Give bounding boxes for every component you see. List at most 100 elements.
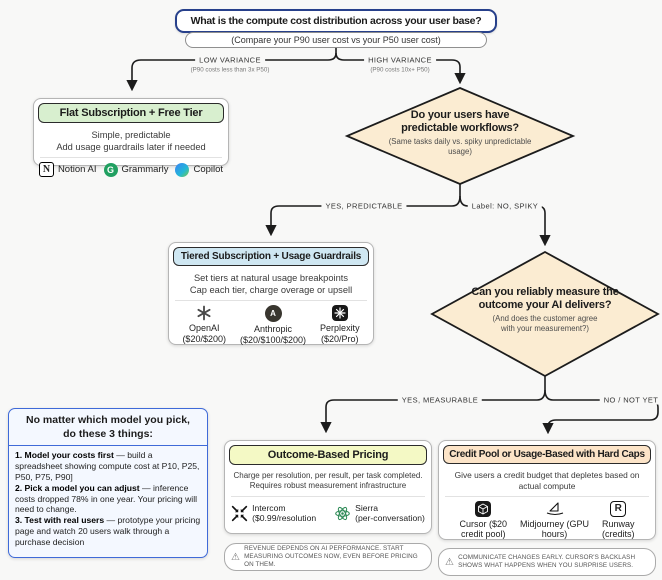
node-line2: Requires robust measurement infrastructu… xyxy=(249,481,407,491)
logo-label: Sierra xyxy=(355,502,379,513)
advice-item-lead: 3. Test with real users xyxy=(15,515,105,526)
logo-label: OpenAI xyxy=(188,323,220,334)
divider xyxy=(231,495,425,497)
node-title: Tiered Subscription + Usage Guardrails xyxy=(173,247,369,266)
node-line2: Add usage guardrails later if needed xyxy=(56,142,206,153)
warning-icon: ⚠ xyxy=(231,551,241,563)
logo-anthropic: A Anthropic ($20/$100/$200) xyxy=(240,305,306,345)
logo-caption-line1: Runway xyxy=(602,518,635,529)
logo-caption-line2: (credits) xyxy=(602,529,635,540)
diamond-q-line2: predictable workflows? xyxy=(401,122,519,135)
advice-item-lead: 1. Model your costs first xyxy=(15,450,114,461)
advice-item-rest: — build a spreadsheet showing compute co… xyxy=(15,450,200,482)
logo-caption-line1: Midjourney (GPU xyxy=(519,518,590,529)
edge-label-yes-measurable: YES, MEASURABLE xyxy=(397,395,483,405)
logo-caption-line2: hours) xyxy=(541,529,568,540)
diamond-predictable-text: Do your users have predictable workflows… xyxy=(370,109,550,157)
footnote-text: REVENUE DEPENDS ON AI PERFORMANCE. START… xyxy=(244,544,418,569)
edge-label-no-spiky: Label: NO, SPIKY xyxy=(467,201,543,211)
logo-cursor: Cursor ($20 credit pool) xyxy=(459,500,507,540)
logo-caption-line1: Cursor ($20 xyxy=(459,518,507,529)
advice-title-line2: do these 3 things: xyxy=(63,427,153,440)
node-title: Credit Pool or Usage-Based with Hard Cap… xyxy=(443,445,651,464)
diamond-q-line1: Do your users have xyxy=(410,109,510,122)
root-question-box: What is the compute cost distribution ac… xyxy=(175,9,497,33)
diamond-sub-line1: (And does the customer agree xyxy=(492,314,598,324)
node-tiered-subscription: Tiered Subscription + Usage Guardrails S… xyxy=(168,242,374,345)
logo-openai: OpenAI ($20/$200) xyxy=(182,305,226,344)
footnote-credit: ⚠ COMMUNICATE CHANGES EARLY. CURSOR'S BA… xyxy=(438,548,656,576)
node-line1: Simple, predictable xyxy=(91,130,171,140)
node-line2: Cap each tier, charge overage or upsell xyxy=(189,285,353,296)
logo-copilot: Copilot xyxy=(175,162,224,177)
node-line1: Give users a credit budget that depletes… xyxy=(454,470,640,480)
divider xyxy=(175,300,367,302)
runway-icon: R xyxy=(610,500,627,517)
logo-price: ($20/$100/$200) xyxy=(239,334,307,345)
logo-price: ($20/Pro) xyxy=(321,333,359,344)
notion-icon: N xyxy=(38,162,54,178)
cursor-icon xyxy=(475,500,492,517)
node-title: Outcome-Based Pricing xyxy=(229,445,427,465)
diamond-predictable-workflows xyxy=(344,87,576,185)
diamond-sub-line2: with your measurement?) xyxy=(501,324,589,334)
diamond-q-line2: outcome your AI delivers? xyxy=(478,299,612,312)
diamond-q-line1: Can you reliably measure the xyxy=(471,286,619,299)
logo-label: Anthropic xyxy=(254,324,293,335)
perplexity-icon xyxy=(331,305,348,322)
node-outcome-based: Outcome-Based Pricing Charge per resolut… xyxy=(224,440,432,534)
edge-label-low-variance: LOW VARIANCE xyxy=(195,55,265,65)
logo-caption-line2: credit pool) xyxy=(460,529,506,540)
node-line2: actual compute xyxy=(518,480,576,491)
logo-price: (per-conversation) xyxy=(355,513,425,524)
logo-notion-ai: N Notion AI xyxy=(38,162,97,178)
warning-icon: ⚠ xyxy=(445,556,455,568)
sierra-icon xyxy=(335,506,350,520)
divider xyxy=(40,157,222,159)
advice-box: No matter which model you pick, do these… xyxy=(8,408,208,558)
logo-label: Notion AI xyxy=(57,164,97,176)
root-question-hint: (Compare your P90 user cost vs your P50 … xyxy=(185,32,487,48)
node-line1: Set tiers at natural usage breakpoints xyxy=(193,273,348,283)
logo-label: Copilot xyxy=(193,164,224,176)
logo-label: Perplexity xyxy=(320,323,360,334)
intercom-icon xyxy=(231,505,248,521)
edge-label-high-variance: HIGH VARIANCE xyxy=(364,55,436,65)
edge-label-yes-predictable: YES, PREDICTABLE xyxy=(321,201,407,211)
node-flat-subscription: Flat Subscription + Free Tier Simple, pr… xyxy=(33,98,229,178)
advice-item-3: 3. Test with real users — prototype your… xyxy=(15,515,201,547)
edge-sublabel-low-variance: (P90 costs less than 3x P50) xyxy=(188,66,272,74)
logo-grammarly: G Grammarly xyxy=(103,162,169,177)
openai-icon xyxy=(197,305,211,321)
diamond-measure-outcome xyxy=(430,250,660,378)
advice-title: No matter which model you pick, do these… xyxy=(9,409,207,447)
logo-label: Grammarly xyxy=(121,164,169,176)
grammarly-icon: G xyxy=(103,162,118,177)
diamond-measure-text: Can you reliably measure the outcome you… xyxy=(445,286,645,334)
copilot-icon xyxy=(175,162,190,177)
logo-runway: R Runway (credits) xyxy=(602,500,635,540)
advice-item-1: 1. Model your costs first — build a spre… xyxy=(15,450,201,482)
advice-item-rest: — inference costs dropped 78% in one yea… xyxy=(15,482,198,515)
logo-price: ($0.99/resolution xyxy=(252,513,317,524)
footnote-text: COMMUNICATE CHANGES EARLY. CURSOR'S BACK… xyxy=(458,553,636,569)
edge-sublabel-high-variance: (P90 costs 10x+ P50) xyxy=(368,66,432,74)
logo-midjourney: Midjourney (GPU hours) xyxy=(520,501,589,540)
logo-intercom: Intercom ($0.99/resolution xyxy=(231,503,316,524)
logo-perplexity: Perplexity ($20/Pro) xyxy=(320,305,360,344)
advice-item-rest: — prototype your pricing page and watch … xyxy=(15,515,201,547)
edge-label-no-not-yet: NO / NOT YET xyxy=(599,395,662,405)
advice-title-line1: No matter which model you pick, xyxy=(26,414,190,426)
divider xyxy=(445,495,649,497)
node-line1: Charge per resolution, per result, per t… xyxy=(233,471,423,480)
node-title: Flat Subscription + Free Tier xyxy=(38,103,224,123)
logo-label: Intercom xyxy=(252,502,286,513)
diamond-subtext: (Same tasks daily vs. spiky unpredictabl… xyxy=(388,137,532,157)
footnote-outcome: ⚠ REVENUE DEPENDS ON AI PERFORMANCE. STA… xyxy=(224,543,432,571)
midjourney-icon xyxy=(546,502,563,515)
anthropic-icon: A xyxy=(264,305,282,323)
advice-item-2: 2. Pick a model you can adjust — inferen… xyxy=(15,483,201,515)
node-credit-pool: Credit Pool or Usage-Based with Hard Cap… xyxy=(438,440,656,540)
